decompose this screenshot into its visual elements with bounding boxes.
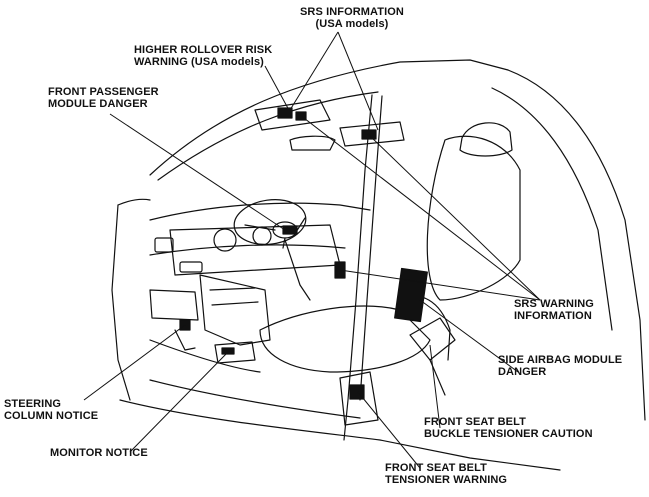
label-srs-warning-information: SRS WARNING INFORMATION [514, 298, 594, 322]
dashboard-top [149, 202, 371, 221]
label-front-passenger-module: FRONT PASSENGER MODULE DANGER [48, 86, 159, 110]
label-line: TENSIONER WARNING [385, 474, 508, 486]
label-line: FRONT SEAT BELT [385, 462, 487, 474]
door-frame [507, 69, 646, 421]
monitor-label [221, 347, 235, 355]
label-line: WARNING (USA models) [134, 56, 264, 68]
label-srs-information: SRS INFORMATION (USA models) [300, 6, 404, 30]
windshield-frame [157, 91, 379, 181]
side-airbag-label [394, 267, 428, 323]
label-line: HIGHER ROLLOVER RISK [134, 44, 273, 56]
label-line: FRONT SEAT BELT [424, 416, 526, 428]
belt-tensioner [339, 371, 379, 426]
label-line: COLUMN NOTICE [4, 410, 99, 422]
label-side-airbag-module: SIDE AIRBAG MODULE DANGER [498, 354, 622, 378]
console [199, 274, 271, 346]
gauge-right [252, 226, 272, 246]
label-line: STEERING [4, 398, 62, 410]
label-line: MODULE DANGER [48, 98, 148, 110]
vent-center [179, 261, 203, 273]
label-line: INFORMATION [514, 310, 592, 322]
seat-back [426, 135, 521, 301]
headrest [459, 122, 513, 157]
gauge-left [213, 228, 237, 252]
rearview-mirror [289, 135, 336, 151]
roof-outline [149, 59, 509, 176]
label-line: SRS INFORMATION [300, 6, 404, 18]
label-line: SIDE AIRBAG MODULE [498, 354, 623, 366]
label-monitor-notice: MONITOR NOTICE [50, 447, 148, 459]
label-belt-tensioner-warning: FRONT SEAT BELT TENSIONER WARNING [385, 462, 507, 486]
visor-label-1 [277, 107, 293, 119]
steering-wheel [233, 199, 307, 245]
sun-visor-driver [254, 99, 331, 131]
door-frame-inner [491, 87, 613, 331]
label-steering-column-notice: STEERING COLUMN NOTICE [4, 398, 98, 422]
left-body [111, 204, 131, 401]
fender-line [117, 198, 151, 206]
floor [149, 339, 261, 373]
label-line: SRS WARNING [514, 298, 594, 310]
leader-lines [83, 31, 541, 469]
glovebox [149, 289, 199, 321]
pedal [174, 329, 196, 351]
console-detail [209, 287, 259, 306]
door-sill-inner [149, 379, 361, 419]
sun-visor-passenger [339, 121, 405, 147]
seat-cushion [259, 305, 431, 373]
a-pillar [343, 94, 373, 441]
label-line: MONITOR NOTICE [50, 447, 148, 459]
label-line: (USA models) [315, 18, 389, 30]
vent-left [154, 237, 174, 253]
dash-panel [169, 224, 341, 276]
a-pillar-inner [359, 95, 383, 401]
label-line: DANGER [498, 366, 547, 378]
dashboard-lower [149, 244, 346, 256]
monitor-unit [214, 341, 256, 364]
label-rollover-warning: HIGHER ROLLOVER RISK WARNING (USA models… [134, 44, 272, 68]
belt-buckle [409, 317, 456, 361]
passenger-module-label [282, 225, 298, 235]
label-line: FRONT PASSENGER [48, 86, 159, 98]
label-line: BUCKLE TENSIONER CAUTION [424, 428, 593, 440]
steering-column [284, 239, 311, 301]
door-sill [119, 399, 561, 471]
label-buckle-tensioner-caution: FRONT SEAT BELT BUCKLE TENSIONER CAUTION [424, 416, 593, 440]
